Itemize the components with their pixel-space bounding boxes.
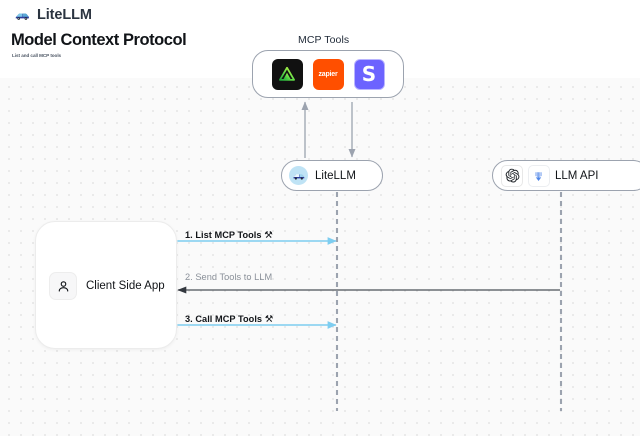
node-litellm-label: LiteLLM	[315, 169, 356, 182]
brand: LiteLLM	[14, 7, 92, 24]
node-client-side-app[interactable]: Client Side App	[35, 221, 177, 349]
green-triangle-icon	[279, 66, 295, 81]
node-llm-api-label: LLM API	[555, 169, 599, 182]
slack-s-icon: S	[361, 62, 377, 86]
tool-tile-slack[interactable]: S	[353, 58, 385, 90]
edge-label-step-2: 2. Send Tools to LLM	[185, 272, 272, 282]
openai-icon	[501, 164, 523, 187]
node-client-label: Client Side App	[86, 280, 165, 292]
node-litellm[interactable]: LiteLLM	[281, 160, 383, 191]
client-inner: Client Side App	[49, 272, 165, 300]
brand-name: LiteLLM	[37, 7, 92, 24]
litellm-logo-icon	[15, 13, 29, 20]
mcp-tools-label: MCP Tools	[298, 34, 350, 46]
page-title: Model Context Protocol	[11, 31, 187, 49]
page-subtitle: List and call MCP tools	[12, 53, 62, 58]
edge-label-step-3: 3. Call MCP Tools ⚒	[185, 314, 273, 325]
tools-emoji-1: ⚒	[264, 230, 273, 241]
edge-label-step-3-text: 3. Call MCP Tools	[185, 314, 263, 324]
edge-label-step-1: 1. List MCP Tools ⚒	[185, 230, 273, 241]
zapier-wordmark: zapier	[318, 70, 338, 78]
edge-label-step-1-text: 1. List MCP Tools	[185, 230, 262, 240]
node-llm-api[interactable]: LLM API	[492, 160, 640, 191]
tool-tile-zapier[interactable]: zapier	[312, 58, 344, 90]
litellm-avatar-icon	[289, 166, 308, 185]
tool-tile-andela[interactable]	[271, 58, 303, 90]
tools-emoji-3: ⚒	[264, 314, 274, 325]
edge-label-step-2-text: 2. Send Tools to LLM	[185, 272, 273, 282]
user-icon	[49, 272, 77, 300]
mcp-tools-box: zapier S	[252, 50, 404, 98]
anthropic-icon	[528, 164, 550, 187]
